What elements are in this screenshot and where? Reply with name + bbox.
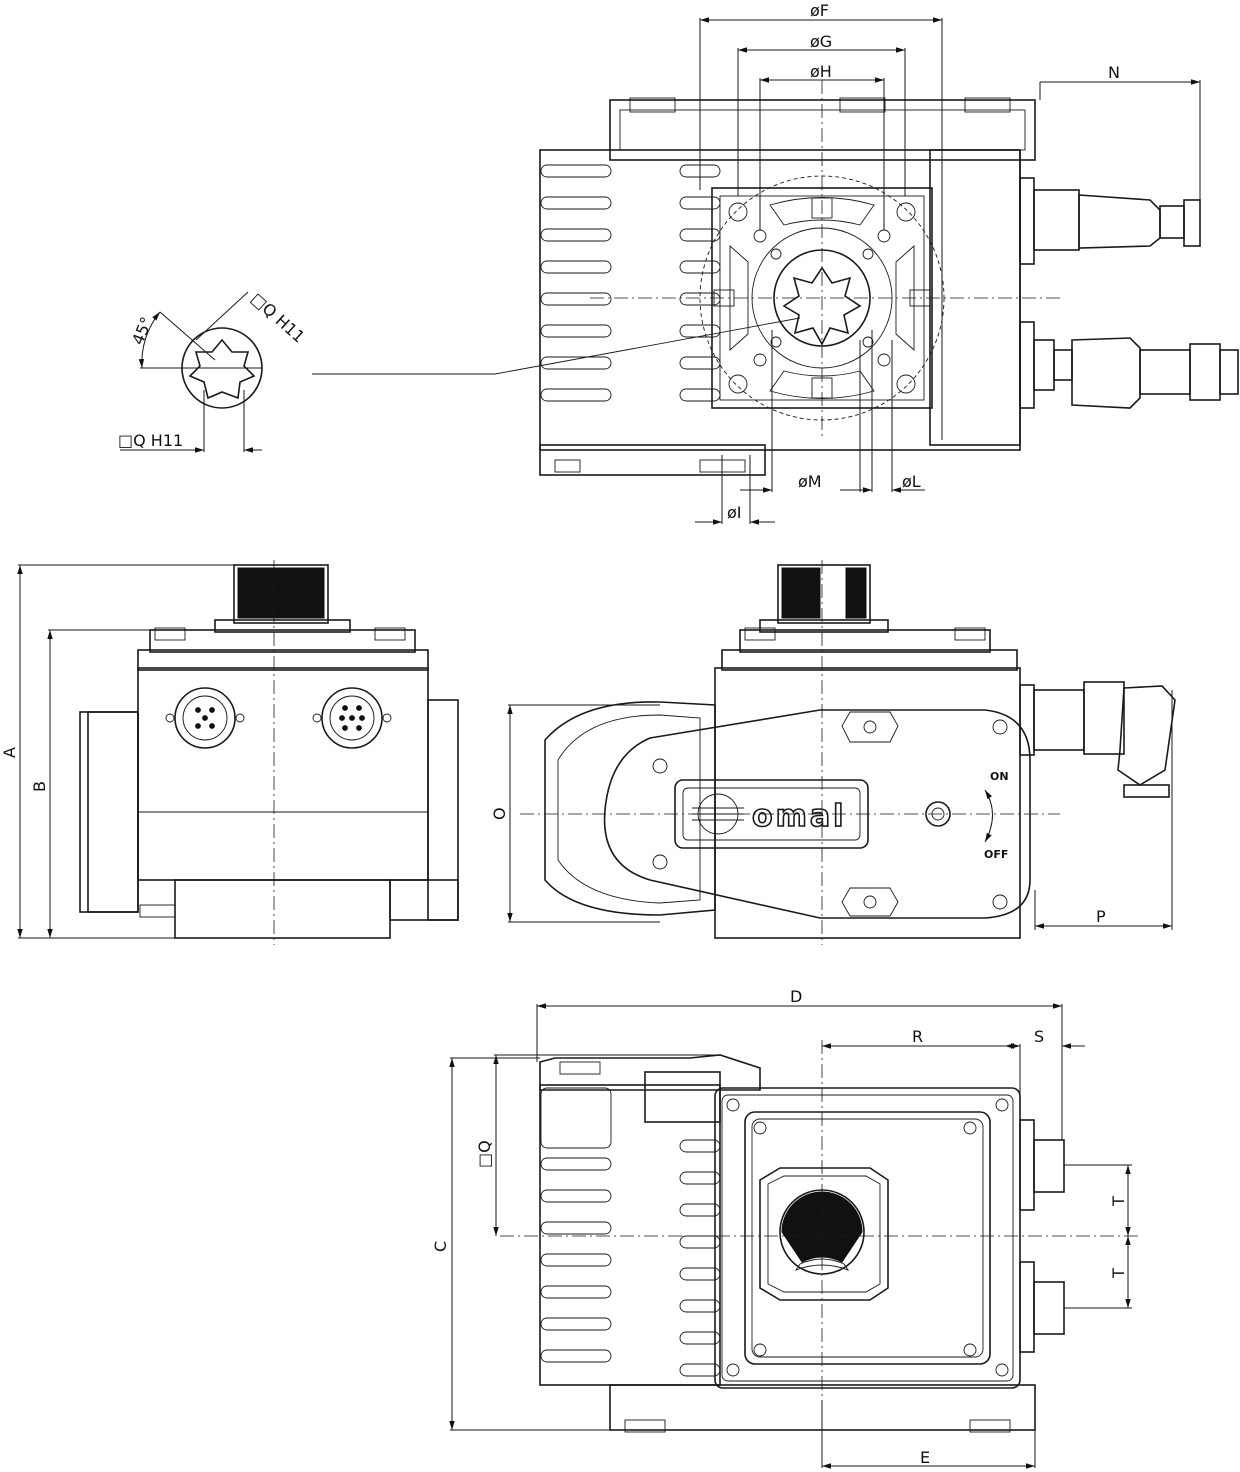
side-view-left <box>17 560 459 945</box>
dim-label-Q: □Q <box>475 1140 494 1168</box>
top-view <box>312 17 1239 525</box>
brand-logo-text: omal <box>752 799 846 834</box>
dim-label-S: S <box>1034 1027 1044 1046</box>
dim-label-phiF: øF <box>810 1 829 20</box>
dim-label-D: D <box>790 987 802 1006</box>
dim-label-O: O <box>490 807 509 820</box>
shaft-detail <box>120 291 263 453</box>
dim-label-N: N <box>1108 63 1120 82</box>
connector-socket-8pin <box>312 687 392 749</box>
dim-label-phiG: øG <box>810 32 832 51</box>
on-label: ON <box>990 770 1009 783</box>
dim-label-phiH: øH <box>810 62 832 81</box>
front-view: omal ON OFF <box>507 560 1176 945</box>
dimension-labels: øF øG øH N øM øL øI □Q H11 □Q H11 45° A … <box>0 1 1128 1467</box>
dim-label-phiI: øI <box>727 503 742 522</box>
dim-label-phiM: øM <box>798 472 822 491</box>
cable-gland-upper <box>1019 177 1201 265</box>
cooling-fins-left <box>540 164 612 402</box>
dim-label-C: C <box>431 1241 450 1252</box>
dim-label-B: B <box>30 781 49 792</box>
dim-label-qh11-diagonal: □Q H11 <box>247 289 308 347</box>
cooling-fins-right <box>679 164 721 402</box>
dim-label-R: R <box>912 1027 923 1046</box>
angle-label: 45° <box>128 314 156 347</box>
dim-label-T-upper: T <box>1109 1196 1128 1207</box>
plan-fins-left <box>540 1087 612 1363</box>
plan-view <box>449 1003 1140 1469</box>
dim-label-phiL: øL <box>902 472 921 491</box>
dim-label-E: E <box>920 1448 930 1467</box>
plan-fins-right <box>679 1139 721 1377</box>
off-label: OFF <box>984 848 1008 861</box>
connector-socket-5pin <box>165 687 245 749</box>
cable-gland-lower <box>1019 321 1239 409</box>
dim-label-qh11-bottom: □Q H11 <box>118 431 183 450</box>
dim-label-P: P <box>1096 907 1106 926</box>
dim-label-T-lower: T <box>1109 1268 1128 1279</box>
angled-connector <box>1019 681 1176 798</box>
dim-label-A: A <box>0 747 19 758</box>
